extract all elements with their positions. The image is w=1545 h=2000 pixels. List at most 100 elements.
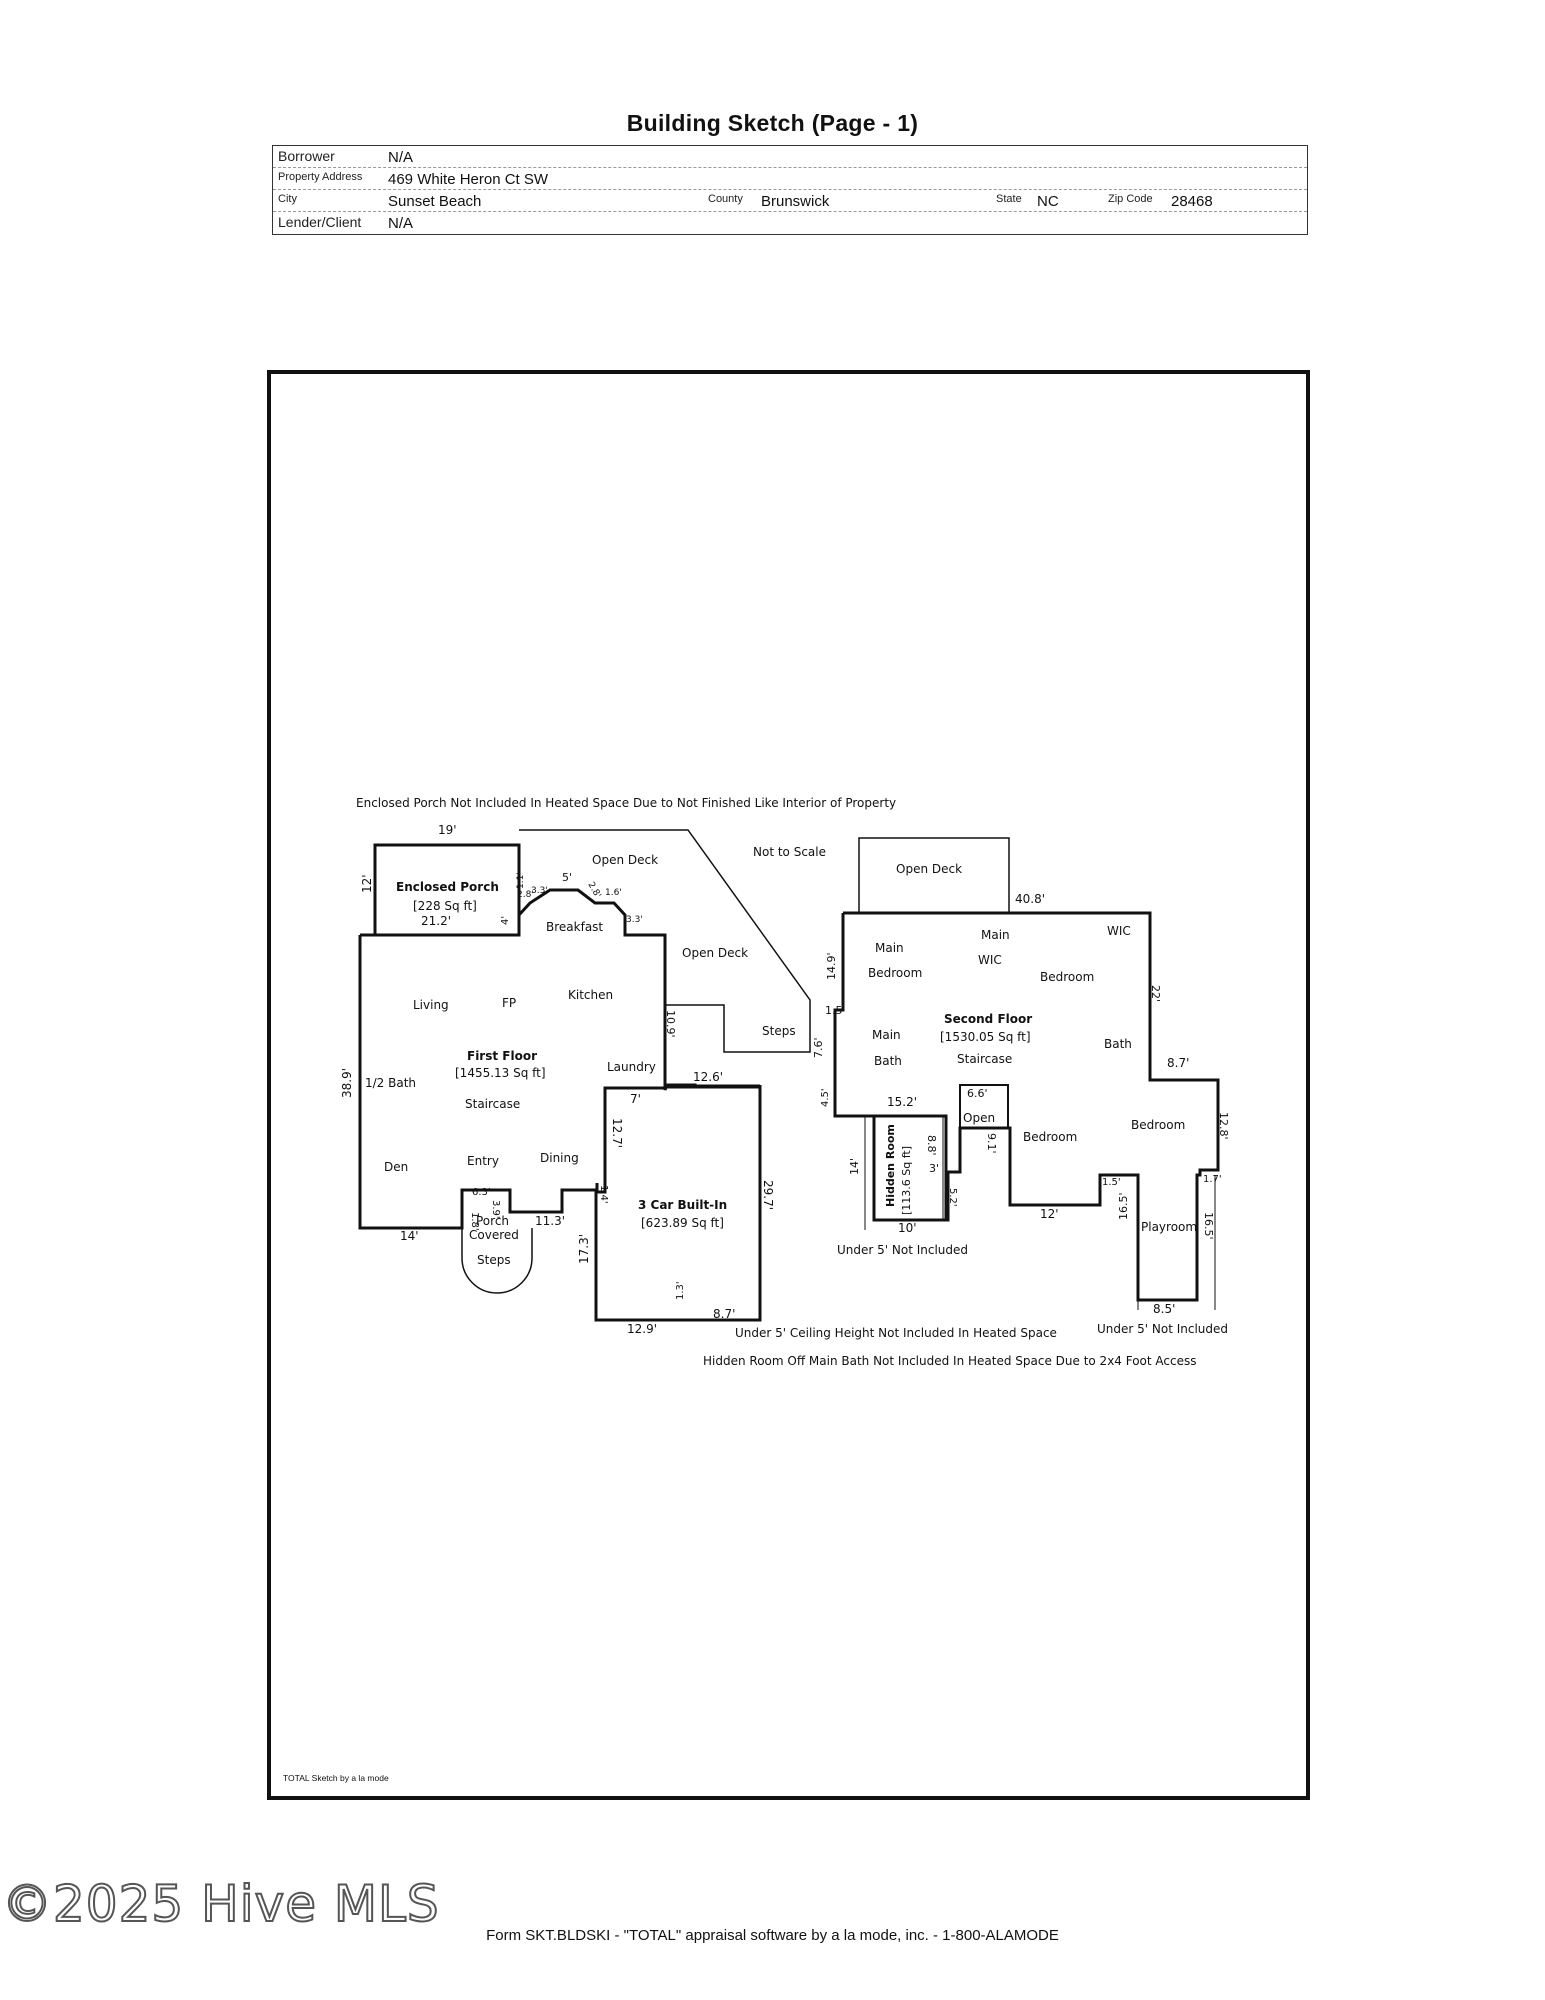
dim-porch-4: 4': [500, 916, 511, 925]
dim-ff-right: 10.9': [664, 1010, 677, 1038]
dim-sf-76: 7.6': [812, 1037, 825, 1058]
room-bath-2: Bath: [1104, 1037, 1132, 1051]
dim-sf-165: 16.5': [1117, 1192, 1130, 1220]
dim-sf-91: 9.1': [985, 1133, 998, 1154]
address-value: 469 White Heron Ct SW: [388, 171, 549, 188]
note-under5-ceiling: Under 5' Ceiling Height Not Included In …: [735, 1326, 1057, 1340]
lender-row: Lender/Client N/A: [273, 212, 1307, 234]
deck-steps-outline: [665, 1004, 811, 1053]
porch-label-2: Covered: [469, 1228, 519, 1242]
dim-sf-52: 5.2': [947, 1188, 958, 1207]
lender-value: N/A: [388, 215, 414, 232]
note-under5-left: Under 5' Not Included: [837, 1243, 968, 1257]
dim-ff-left: 38.9': [340, 1068, 354, 1098]
second-floor-title: Second Floor: [944, 1012, 1032, 1026]
note-enclosed-porch: Enclosed Porch Not Included In Heated Sp…: [356, 796, 896, 810]
zip-label: Zip Code: [1108, 193, 1153, 205]
dim-sf-85: 8.5': [1153, 1302, 1175, 1316]
county-label: County: [708, 193, 743, 205]
dim-porch-top: 19': [438, 823, 457, 837]
address-label: Property Address: [278, 171, 363, 183]
dim-sf-14: 14': [848, 1158, 861, 1175]
enclosed-porch-label: Enclosed Porch: [396, 880, 499, 894]
dim-g-126: 12.6': [693, 1070, 723, 1084]
first-floor-outline: [360, 888, 762, 1091]
form-footer: Form SKT.BLDSKI - "TOTAL" appraisal soft…: [486, 1927, 1059, 1944]
room-bath-1: Bath: [874, 1054, 902, 1068]
dim-sf-408: 40.8': [1015, 892, 1045, 906]
open-deck-label-1: Open Deck: [592, 853, 658, 867]
first-floor-area: [1455.13 Sq ft]: [455, 1066, 546, 1080]
page-title: Building Sketch (Page - 1): [626, 110, 919, 136]
room-wic-1: WIC: [978, 953, 1002, 967]
dim-g-173: 17.3': [577, 1234, 591, 1264]
garage-outline: [594, 1085, 762, 1322]
dim-sf-15: 1.5': [825, 1004, 846, 1017]
deck-steps-label: Steps: [762, 1024, 796, 1038]
open-deck-label-2: Open Deck: [682, 946, 748, 960]
room-open: Open: [963, 1111, 995, 1125]
dim-g-297: 29.7': [761, 1180, 775, 1210]
room-fp: FP: [502, 996, 516, 1010]
dim-sf-165b: 16.5': [1202, 1212, 1215, 1240]
room-staircase: Staircase: [465, 1097, 520, 1111]
room-den: Den: [384, 1160, 408, 1174]
dim-sf-3: 3': [929, 1162, 939, 1175]
dim-porch-18: 1.8': [469, 1212, 480, 1231]
dim-porch-bottom: 21.2': [421, 914, 451, 928]
room-bedroom-3: Bedroom: [1023, 1130, 1077, 1144]
room-bedroom-4: Bedroom: [1131, 1118, 1185, 1132]
hidden-room-label: Hidden Room: [884, 1124, 897, 1207]
porch-steps-label: Steps: [477, 1253, 511, 1267]
room-laundry: Laundry: [607, 1060, 656, 1074]
dim-bay-h: 3.3': [626, 915, 643, 925]
covered-porch-outline: [461, 1228, 533, 1294]
dim-g-7: 7': [630, 1092, 641, 1106]
dim-bay-b: 2.8': [517, 890, 534, 900]
dim-g-13: 1.3': [675, 1281, 686, 1300]
room-staircase-2: Staircase: [957, 1052, 1012, 1066]
room-playroom: Playroom: [1141, 1220, 1197, 1234]
enclosed-porch-area: [228 Sq ft]: [413, 899, 477, 913]
zip-value: 28468: [1171, 193, 1213, 210]
dim-g-14: 1.4': [598, 1185, 609, 1204]
dim-g-127: 12.7': [610, 1118, 624, 1148]
room-bedroom-2: Bedroom: [1040, 970, 1094, 984]
borrower-value: N/A: [388, 149, 414, 166]
dim-porch-63: 6.3': [472, 1187, 491, 1198]
hidden-room-outline: [872, 1114, 948, 1222]
room-entry: Entry: [467, 1154, 499, 1168]
room-living: Living: [413, 998, 449, 1012]
dim-sf-10: 10': [898, 1221, 917, 1235]
note-hidden-room: Hidden Room Off Main Bath Not Included I…: [703, 1354, 1197, 1368]
city-row: City Sunset Beach County Brunswick State…: [273, 190, 1307, 212]
dim-sf-22: 22': [1149, 985, 1162, 1002]
dim-sf-15b: 1.5': [1102, 1177, 1121, 1188]
dim-bay-d: 5': [562, 871, 572, 884]
state-value: NC: [1037, 193, 1059, 210]
garage-area: [623.89 Sq ft]: [641, 1216, 724, 1230]
dim-sf-87: 8.7': [1167, 1056, 1189, 1070]
dim-ff-113: 11.3': [535, 1214, 565, 1228]
note-not-to-scale: Not to Scale: [753, 845, 826, 859]
property-header-table: Borrower N/A Property Address 469 White …: [272, 145, 1308, 235]
room-breakfast: Breakfast: [546, 920, 603, 934]
dim-sf-17: 1.7': [1203, 1174, 1222, 1185]
room-main-3: Main: [872, 1028, 901, 1042]
dim-porch-39: 3.9': [490, 1200, 501, 1219]
address-row: Property Address 469 White Heron Ct SW: [273, 168, 1307, 190]
open-deck-outline: [519, 829, 811, 1035]
dim-sf-128: 12.8': [1217, 1112, 1230, 1140]
borrower-row: Borrower N/A: [273, 146, 1307, 168]
hidden-room-area: [113.6 Sq ft]: [900, 1146, 913, 1215]
city-value: Sunset Beach: [388, 193, 482, 210]
dim-bay-c: 1.1': [516, 872, 526, 889]
room-dining: Dining: [540, 1151, 579, 1165]
dim-g-87: 8.7': [713, 1307, 735, 1321]
county-value: Brunswick: [761, 193, 830, 210]
room-bedroom-1: Bedroom: [868, 966, 922, 980]
dim-sf-66: 6.6': [967, 1087, 988, 1100]
lender-label: Lender/Client: [278, 214, 362, 230]
dim-sf-152: 15.2': [887, 1095, 917, 1109]
